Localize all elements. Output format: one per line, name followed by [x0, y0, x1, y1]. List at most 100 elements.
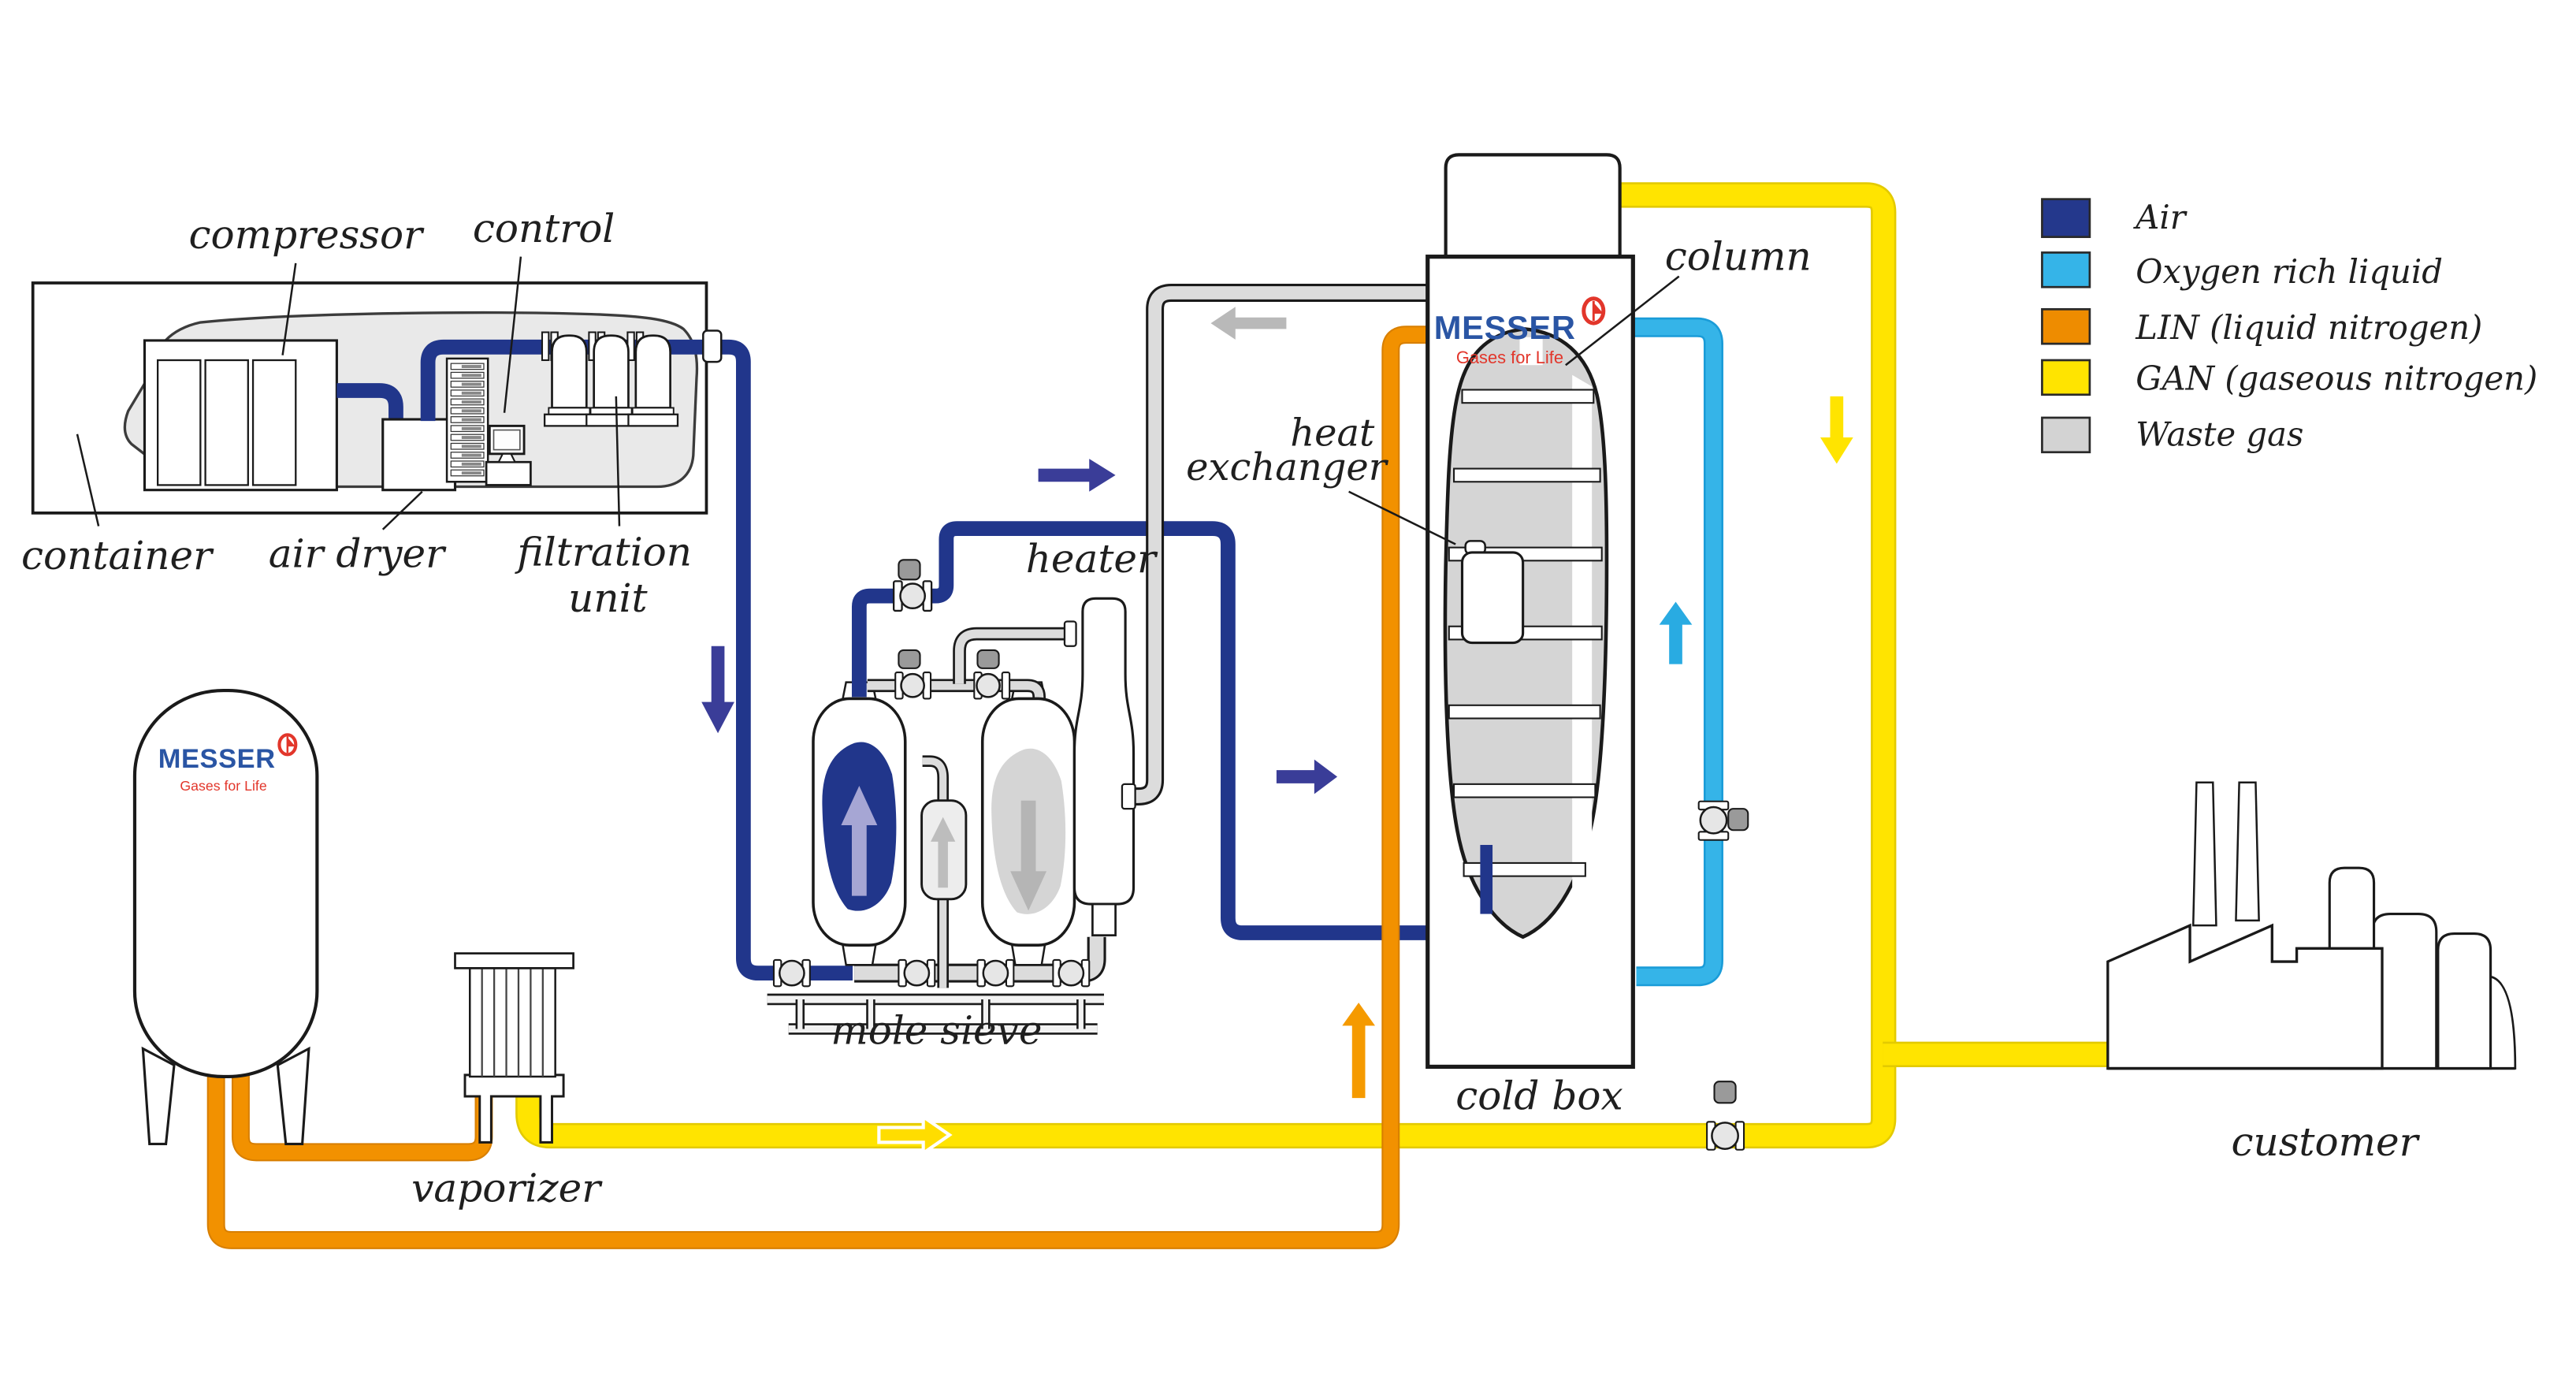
flow-arrow-up-oxygen-icon [1659, 601, 1693, 664]
mole-sieve-group [767, 284, 1433, 1035]
gan-pipe [515, 182, 2109, 1149]
container-outline [31, 281, 708, 515]
factory-chimney [2191, 781, 2217, 927]
flow-arrow-left-waste-icon [1210, 307, 1287, 340]
legend-swatch-gan [2041, 359, 2091, 396]
air-pipe-to-coldbox [851, 521, 1433, 940]
flow-arrow-right-air-icon [1038, 459, 1116, 492]
valve [1706, 1081, 1745, 1151]
tank-leg [276, 1046, 310, 1146]
heater-vessel [1072, 597, 1136, 906]
label-compressor: compressor [189, 212, 426, 258]
heater-foot [1091, 902, 1117, 937]
column-notch [1519, 337, 1543, 366]
messer-icon-flag [1592, 300, 1604, 321]
flow-arrow-down-air-icon [701, 646, 734, 734]
legend-swatch-air [2041, 198, 2091, 238]
messer-logo-tank: MESSER Gases for Life [158, 733, 298, 794]
monitor-screen [493, 429, 521, 451]
vaporizer-top-plate [454, 952, 574, 969]
brand-name: MESSER [1434, 309, 1576, 346]
legend-label-gan: GAN (gaseous nitrogen) [2136, 359, 2537, 398]
flow-arrow-up-lin-icon [1342, 1003, 1375, 1099]
vessel-neck [1010, 943, 1046, 966]
waste-pipe [1128, 286, 1429, 803]
column-trays [1448, 389, 1603, 877]
heater-pipe [954, 629, 1070, 684]
vaporizer-group [454, 952, 574, 1144]
factory-chimney [2235, 781, 2260, 922]
valve [894, 649, 1011, 700]
label-heater: heater [1026, 536, 1158, 582]
lin-pipe [208, 327, 1433, 1248]
valve [772, 958, 1091, 988]
messer-icon [277, 733, 298, 757]
label-air-dryer: air dryer [269, 531, 447, 577]
legend-label-oxygen: Oxygen rich liquid [2136, 252, 2443, 291]
flow-arrow-right-air-icon [1276, 759, 1338, 794]
label-exchanger: exchanger [1186, 445, 1389, 489]
storage-tank [132, 688, 319, 1079]
factory-tower [2437, 932, 2492, 1070]
compressor-panel [156, 359, 202, 486]
up-arrow-icon [841, 785, 878, 896]
messer-icon [1582, 296, 1606, 326]
vaporizer-fins [481, 968, 544, 1077]
messer-logo-coldbox: MESSER Gases for Life [1434, 296, 1606, 367]
legend-label-waste: Waste gas [2136, 415, 2303, 453]
flow-arrow-down-gan-icon [1820, 396, 1853, 464]
heater-flange [1121, 783, 1136, 810]
air-dryer-box [381, 418, 457, 492]
filter-vent [922, 757, 947, 809]
label-mole-sieve: mole sieve [831, 1007, 1042, 1053]
legend-label-lin: LIN (liquid nitrogen) [2135, 308, 2482, 347]
customer-group [2106, 781, 2517, 1070]
label-filtration: filtration [514, 530, 692, 575]
air-pipe-stub [1480, 845, 1493, 914]
wall-flange [702, 329, 723, 363]
base-frame [767, 993, 1104, 1035]
up-arrow-icon [931, 817, 956, 888]
labels: compressor control container air dryer f… [21, 206, 2421, 1211]
gan-pipe-main [517, 184, 1894, 1147]
air-pipe-main [420, 339, 853, 981]
legend-swatch-oxygen [2041, 251, 2091, 288]
label-control: control [473, 206, 615, 251]
legend-swatch-lin [2041, 307, 2091, 345]
legend-label-air: Air [2132, 198, 2187, 236]
heat-exchanger-box [1460, 551, 1525, 645]
rack-slots [450, 363, 485, 477]
heater-flange [1063, 620, 1077, 647]
factory-hall [2106, 923, 2384, 1070]
legend-swatch-waste [2041, 416, 2091, 454]
tank-leg [141, 1046, 176, 1146]
label-heat: heat [1290, 411, 1375, 455]
brand-tagline: Gases for Life [180, 778, 266, 794]
label-column: column [1665, 233, 1812, 279]
tank-group: MESSER Gases for Life [132, 688, 493, 1162]
filtration-unit [543, 334, 679, 427]
messer-icon-flag [286, 736, 296, 753]
regen-pipe [867, 681, 1044, 705]
compressor-panel [204, 359, 249, 486]
vessel-neck [842, 943, 877, 966]
container-group [31, 281, 853, 981]
cold-box-group: MESSER Gases for Life [206, 153, 1723, 1249]
label-customer: customer [2231, 1119, 2420, 1165]
air-pipe-compressor-dryer [336, 383, 403, 425]
oxygen-pipe [1630, 319, 1722, 984]
control-desk [485, 460, 532, 486]
down-arrow-icon [1010, 800, 1047, 911]
cold-box-cap [1444, 153, 1622, 257]
valve [1697, 800, 1749, 841]
vaporizer-fins-body [469, 967, 556, 1078]
leader-lines [76, 256, 1680, 545]
label-filtration-unit: unit [568, 575, 648, 621]
flow-arrow-right-gan-icon [877, 1114, 953, 1156]
valve [892, 559, 933, 612]
label-vaporizer: vaporizer [411, 1165, 603, 1211]
label-container: container [21, 533, 214, 579]
label-cold-box: cold box [1455, 1073, 1623, 1119]
